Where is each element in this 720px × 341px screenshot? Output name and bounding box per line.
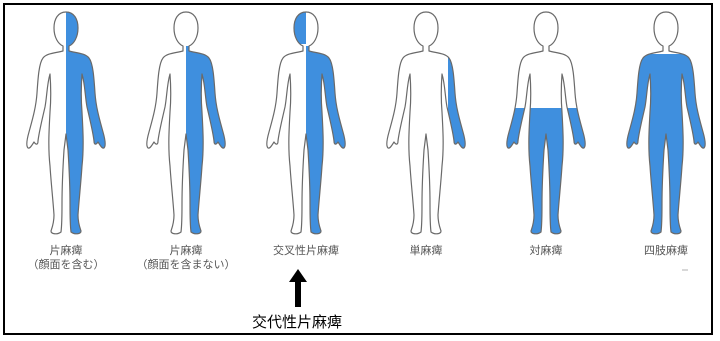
caption-line-1: 片麻痺 (49, 244, 83, 257)
figure-hemiplegia-with-face (16, 8, 116, 240)
caption-hemiplegia-with-face: 片麻痺 （顔面を含む） (6, 244, 126, 272)
figure-hemiplegia-without-face (136, 8, 236, 240)
body-outline-icon (146, 11, 226, 235)
caption-paraplegia: 対麻痺 (486, 244, 606, 258)
figure-quadriplegia (616, 8, 716, 240)
body-outline-icon (266, 11, 346, 235)
caption-line-1: 対麻痺 (529, 244, 563, 257)
scan-speck (682, 269, 688, 271)
diagram-frame (3, 3, 713, 335)
caption-alternating-hemiplegia: 交叉性片麻痺 (246, 244, 366, 258)
figure-paraplegia (496, 8, 596, 240)
caption-line-2: （顔面を含む） (27, 258, 105, 271)
figure-monoplegia (376, 8, 476, 240)
caption-line-2: （顔面を含まない） (136, 258, 236, 271)
body-outline-icon (626, 11, 706, 235)
annotation-label: 交代性片麻痺 (252, 313, 343, 331)
caption-line-1: 四肢麻痺 (644, 244, 688, 257)
caption-hemiplegia-without-face: 片麻痺 （顔面を含まない） (126, 244, 246, 272)
up-arrow-icon (287, 268, 309, 308)
caption-line-1: 片麻痺 (169, 244, 203, 257)
body-outline-icon (386, 11, 466, 235)
body-outline-icon (26, 11, 106, 235)
caption-quadriplegia: 四肢麻痺 (606, 244, 720, 258)
body-outline-icon (506, 11, 586, 235)
figure-alternating-hemiplegia (256, 8, 356, 240)
caption-line-1: 単麻痺 (409, 244, 443, 257)
caption-monoplegia: 単麻痺 (366, 244, 486, 258)
caption-line-1: 交叉性片麻痺 (273, 244, 339, 257)
